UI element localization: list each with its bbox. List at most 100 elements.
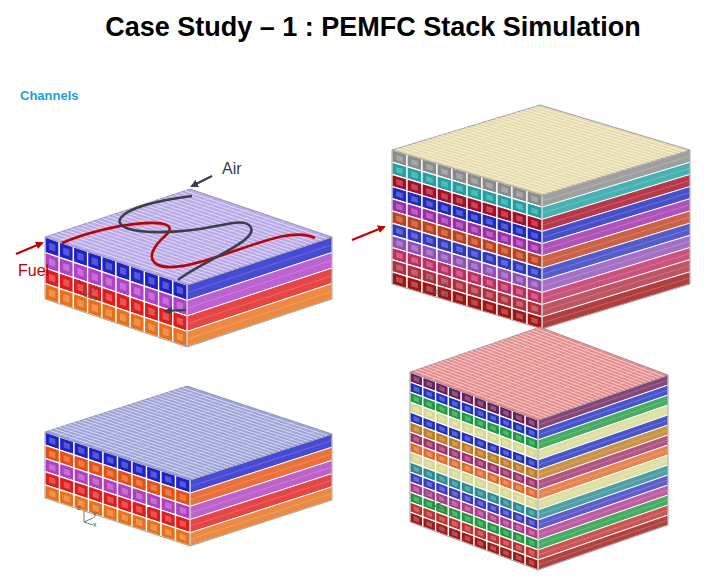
fuel-cell-stack bbox=[410, 327, 668, 570]
channel-opening bbox=[107, 456, 113, 464]
channel-opening bbox=[471, 202, 478, 209]
channel-opening bbox=[411, 196, 418, 203]
outlet-arrow bbox=[352, 227, 384, 240]
channel-opening bbox=[465, 485, 471, 492]
channel-opening bbox=[63, 279, 69, 288]
channel-opening bbox=[63, 294, 69, 303]
channel-opening bbox=[93, 491, 99, 499]
channel-opening bbox=[180, 507, 186, 515]
channel-opening bbox=[165, 502, 171, 510]
channel-opening bbox=[516, 203, 523, 210]
channel-opening bbox=[136, 519, 142, 527]
channel-cell bbox=[159, 322, 173, 342]
channel-opening bbox=[465, 405, 471, 412]
channel-opening bbox=[120, 298, 126, 307]
channel-opening bbox=[165, 489, 171, 497]
fuel-arrow bbox=[16, 243, 42, 254]
channel-opening bbox=[93, 451, 99, 459]
channel-opening bbox=[426, 501, 432, 508]
top-rib-line bbox=[166, 426, 308, 472]
channel-opening bbox=[516, 264, 523, 271]
channel-opening bbox=[465, 495, 471, 502]
channel-opening bbox=[441, 253, 448, 260]
channel-opening bbox=[92, 273, 98, 282]
axis-letter: z bbox=[427, 274, 431, 282]
channel-opening bbox=[411, 257, 418, 264]
channel-opening bbox=[486, 279, 493, 286]
channel-opening bbox=[136, 466, 142, 474]
channel-opening bbox=[396, 252, 403, 259]
channel-opening bbox=[396, 191, 403, 198]
channel-opening bbox=[531, 232, 538, 239]
channel-opening bbox=[426, 421, 432, 428]
channel-opening bbox=[503, 530, 509, 537]
channel-opening bbox=[452, 531, 458, 538]
top-rib-line bbox=[105, 406, 247, 452]
channel-opening bbox=[516, 465, 522, 472]
top-channel-line bbox=[466, 128, 616, 173]
channel-opening bbox=[414, 516, 420, 523]
channel-opening bbox=[452, 471, 458, 478]
channel-opening bbox=[452, 401, 458, 408]
channel-opening bbox=[452, 391, 458, 398]
channel-opening bbox=[503, 430, 509, 437]
axis-letter: y bbox=[443, 494, 447, 502]
channel-cell bbox=[102, 303, 116, 323]
channel-opening bbox=[411, 171, 418, 178]
axis-icon bbox=[84, 511, 93, 525]
channel-opening bbox=[426, 249, 433, 256]
channel-opening bbox=[478, 490, 484, 497]
channel-opening bbox=[490, 435, 496, 442]
top-rib-line bbox=[455, 124, 603, 169]
channel-opening bbox=[486, 243, 493, 250]
channel-opening bbox=[503, 470, 509, 477]
axis-line bbox=[84, 296, 93, 299]
channel-opening bbox=[163, 312, 169, 321]
air-path bbox=[120, 196, 252, 280]
side-rib bbox=[187, 291, 332, 339]
channel-opening bbox=[64, 468, 70, 476]
channel-cell bbox=[45, 284, 59, 304]
channel-opening bbox=[465, 535, 471, 542]
channel-opening bbox=[177, 332, 183, 341]
channel-opening bbox=[134, 287, 140, 296]
channel-opening bbox=[529, 499, 535, 506]
channel-opening bbox=[78, 473, 84, 481]
axis-line bbox=[434, 288, 443, 292]
channel-opening bbox=[151, 523, 157, 531]
top-rib-line bbox=[142, 418, 284, 464]
channel-opening bbox=[529, 479, 535, 486]
channel-opening bbox=[441, 229, 448, 236]
air-arrow bbox=[192, 176, 212, 186]
channel-opening bbox=[177, 286, 183, 295]
top-plate bbox=[45, 189, 332, 285]
channel-opening bbox=[414, 396, 420, 403]
top-rib-line bbox=[116, 213, 261, 261]
channel-opening bbox=[439, 486, 445, 493]
top-rib-line bbox=[463, 347, 593, 392]
side-layer bbox=[538, 505, 668, 560]
channel-opening bbox=[486, 255, 493, 262]
top-rib-line bbox=[118, 410, 260, 456]
stack-edge bbox=[538, 420, 539, 570]
channel-opening bbox=[452, 521, 458, 528]
axis-line bbox=[84, 518, 93, 522]
channel-opening bbox=[180, 520, 186, 528]
channel-opening bbox=[441, 241, 448, 248]
channel-opening bbox=[456, 234, 463, 241]
channel-opening bbox=[439, 456, 445, 463]
channel-opening bbox=[503, 410, 509, 417]
channel-opening bbox=[439, 466, 445, 473]
channel-opening bbox=[426, 261, 433, 268]
channel-opening bbox=[441, 193, 448, 200]
channel-opening bbox=[414, 476, 420, 483]
channel-opening bbox=[396, 277, 403, 284]
channel-cell bbox=[116, 308, 130, 328]
channel-opening bbox=[465, 445, 471, 452]
top-rib-line bbox=[527, 371, 657, 416]
channel-opening bbox=[465, 435, 471, 442]
channel-opening bbox=[490, 425, 496, 432]
channel-opening bbox=[411, 220, 418, 227]
channel-opening bbox=[486, 206, 493, 213]
